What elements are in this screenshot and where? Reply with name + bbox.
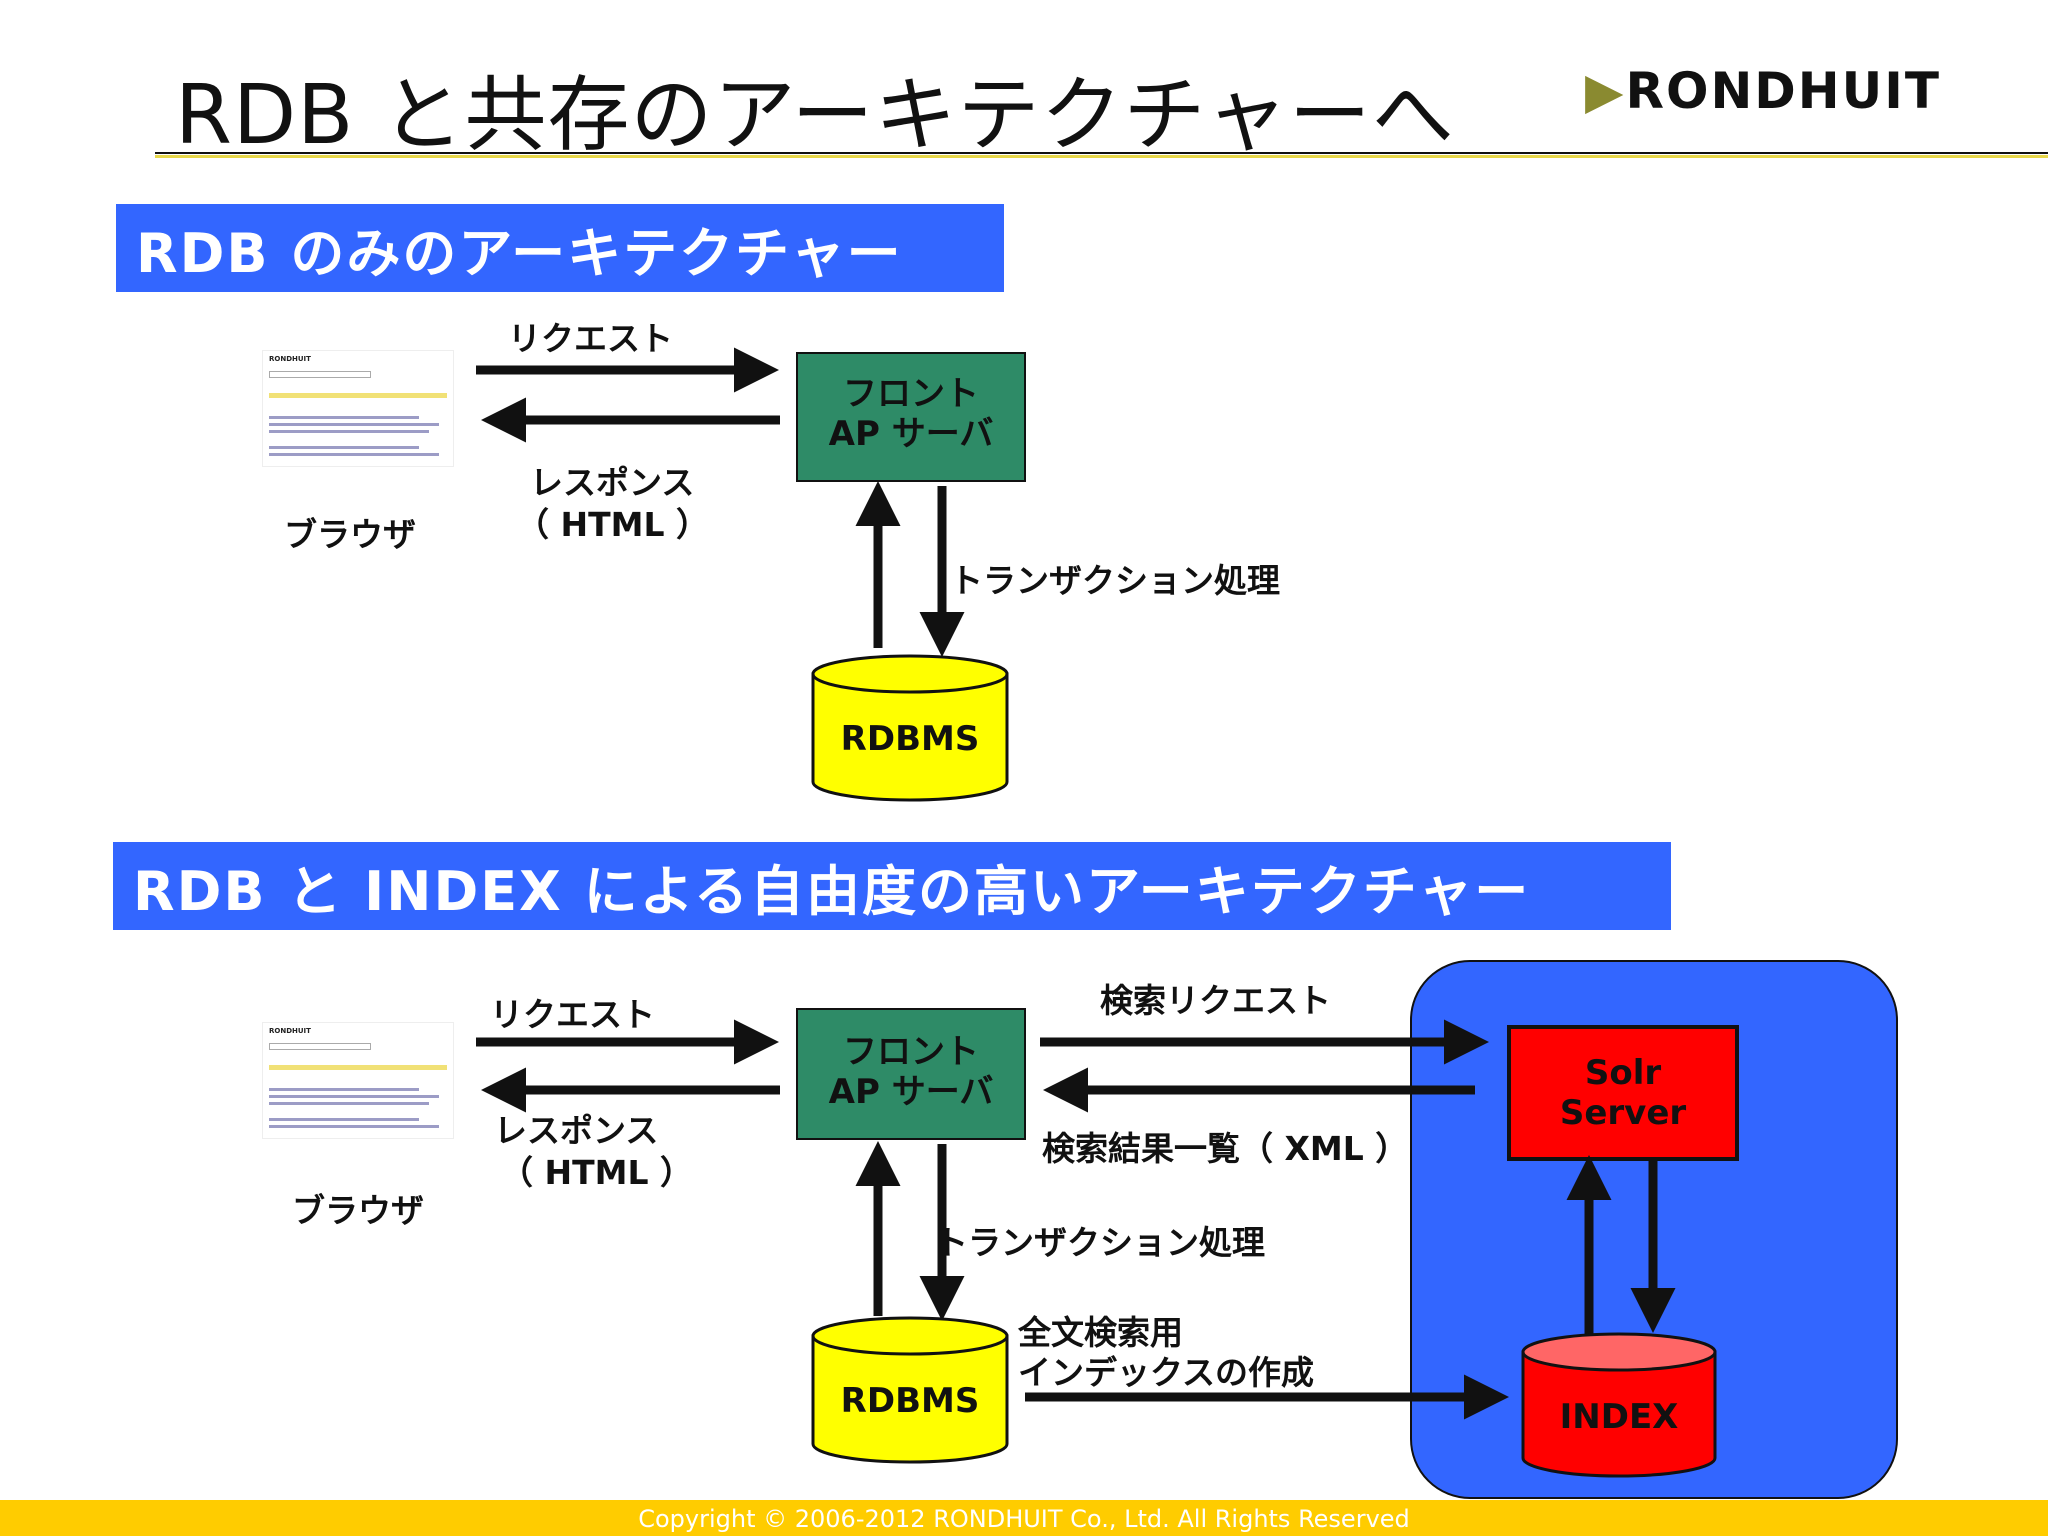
response-format-label-2: （ HTML ） — [500, 1153, 693, 1192]
request-label: リクエスト — [508, 319, 673, 358]
title-divider — [155, 152, 2048, 154]
response-label: レスポンス — [530, 463, 695, 502]
request-label-2: リクエスト — [490, 995, 655, 1034]
index-cylinder: INDEX — [1521, 1332, 1717, 1478]
rdbms-cylinder: RDBMS — [811, 654, 1009, 802]
svg-text:RDBMS: RDBMS — [841, 719, 980, 759]
front-ap-server-box-2: フロント AP サーバ — [796, 1008, 1026, 1140]
page-title: RDB と共存のアーキテクチャーへ — [175, 68, 1455, 163]
title-divider-accent — [155, 155, 2048, 158]
browser-label: ブラウザ — [284, 515, 416, 554]
response-label-2: レスポンス — [494, 1111, 659, 1150]
front-ap-server-box: フロント AP サーバ — [796, 352, 1026, 482]
browser-screenshot-2: RONDHUIT — [262, 1022, 454, 1139]
solr-server-box: Solr Server — [1507, 1025, 1739, 1161]
section1-heading: RDB のみのアーキテクチャー — [116, 204, 1004, 292]
fulltext-label-line2: インデックスの作成 — [1018, 1353, 1315, 1392]
rondhuit-logo: ▶RONDHUIT — [1585, 62, 1941, 120]
rdbms-cylinder-2: RDBMS — [811, 1316, 1009, 1464]
fulltext-label-line1: 全文検索用 — [1018, 1313, 1183, 1352]
footer-copyright: Copyright © 2006-2012 RONDHUIT Co., Ltd.… — [0, 1500, 2048, 1536]
search-request-label: 検索リクエスト — [1100, 981, 1331, 1020]
svg-text:RDBMS: RDBMS — [841, 1381, 980, 1421]
section2-heading: RDB と INDEX による自由度の高いアーキテクチャー — [113, 842, 1671, 930]
transaction-label: トランザクション処理 — [950, 561, 1280, 600]
browser-screenshot-1: RONDHUIT — [262, 350, 454, 467]
svg-text:INDEX: INDEX — [1560, 1397, 1679, 1437]
search-result-label: 検索結果一覧（ XML ） — [1042, 1129, 1409, 1168]
transaction-label-2: トランザクション処理 — [935, 1223, 1265, 1262]
response-format-label: （ HTML ） — [516, 505, 709, 544]
browser-label-2: ブラウザ — [292, 1191, 424, 1230]
